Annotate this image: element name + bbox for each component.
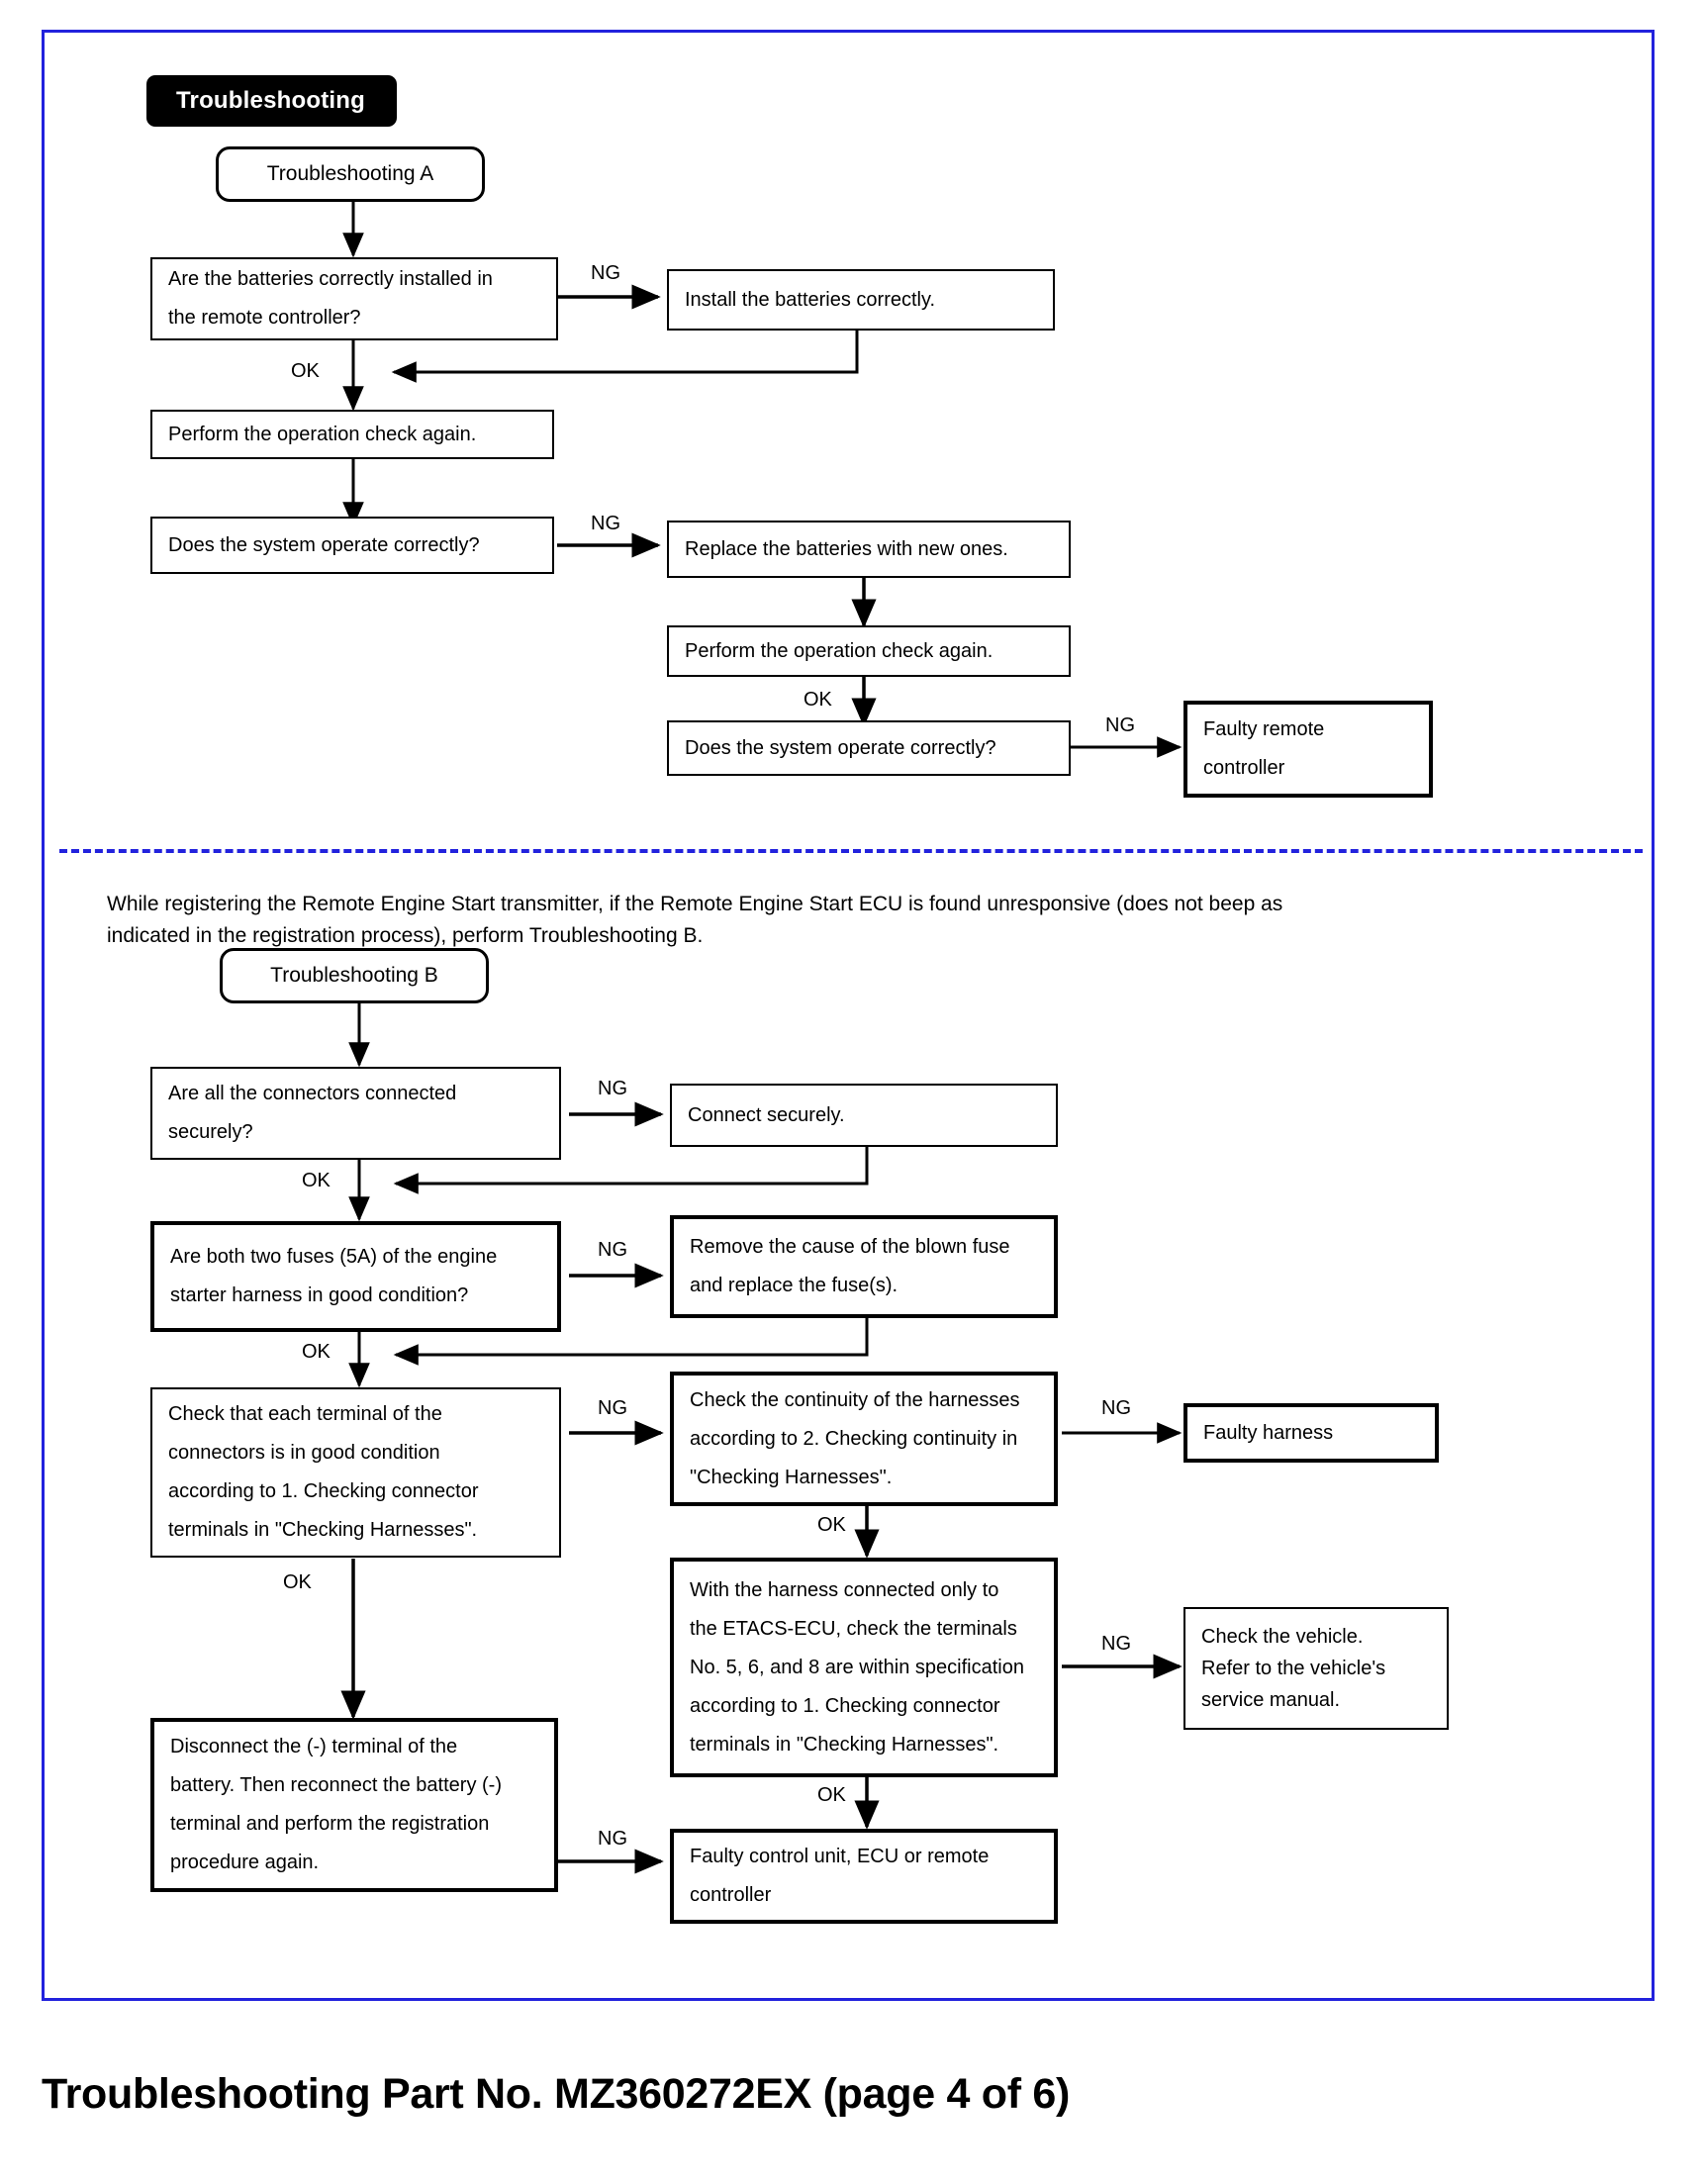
node-install-batteries: Install the batteries correctly.	[667, 269, 1055, 331]
node-line: Disconnect the (-) terminal of the	[170, 1736, 458, 1757]
intro-line: While registering the Remote Engine Star…	[107, 893, 1283, 915]
node-line: Perform the operation check again.	[685, 639, 993, 662]
node-line: terminals in "Checking Harnesses".	[168, 1519, 478, 1541]
node-disconnect-battery: Disconnect the (-) terminal of the batte…	[150, 1718, 558, 1892]
node-system-operate-1: Does the system operate correctly?	[150, 517, 554, 574]
node-faulty-remote-controller: Faulty remote controller	[1183, 701, 1433, 798]
start-node-troubleshooting-b: Troubleshooting B	[220, 948, 489, 1003]
node-check-terminals: Check that each terminal of the connecto…	[150, 1387, 561, 1558]
node-operation-check-2: Perform the operation check again.	[667, 625, 1071, 677]
node-line: securely?	[168, 1121, 253, 1143]
edge-label-ok: OK	[817, 1784, 846, 1806]
edge-label-ng: NG	[598, 1397, 627, 1419]
edge-label-ng: NG	[591, 513, 620, 534]
edge-label-ng: NG	[598, 1828, 627, 1850]
node-line: Replace the batteries with new ones.	[685, 537, 1008, 560]
edge-label-ng: NG	[591, 262, 620, 284]
node-line: With the harness connected only to	[690, 1578, 999, 1601]
page-border-frame	[42, 30, 1655, 2001]
start-node-troubleshooting-a: Troubleshooting A	[216, 146, 485, 202]
node-line: Faulty harness	[1203, 1421, 1334, 1444]
node-line: Faulty remote	[1203, 718, 1325, 740]
node-line: battery. Then reconnect the battery (-)	[170, 1774, 502, 1796]
node-line: the ETACS-ECU, check the terminals	[690, 1617, 1017, 1640]
node-replace-batteries: Replace the batteries with new ones.	[667, 521, 1071, 578]
node-line: Connect securely.	[688, 1103, 845, 1126]
node-line: Are the batteries correctly installed in	[168, 268, 493, 290]
node-line: Does the system operate correctly?	[168, 533, 480, 556]
node-connect-securely: Connect securely.	[670, 1084, 1058, 1147]
node-check-vehicle: Check the vehicle. Refer to the vehicle'…	[1183, 1607, 1449, 1730]
node-line: and replace the fuse(s).	[690, 1275, 899, 1296]
edge-label-ok: OK	[817, 1514, 846, 1536]
node-operation-check-1: Perform the operation check again.	[150, 410, 554, 459]
edge-label-ok: OK	[302, 1341, 331, 1363]
node-faulty-control-unit: Faulty control unit, ECU or remote contr…	[670, 1829, 1058, 1924]
edge-label-ok: OK	[302, 1170, 331, 1191]
node-etacs-check: With the harness connected only to the E…	[670, 1558, 1058, 1777]
node-line: Are both two fuses (5A) of the engine	[170, 1246, 498, 1268]
node-line: terminals in "Checking Harnesses".	[690, 1733, 999, 1756]
node-line: starter harness in good condition?	[170, 1284, 469, 1306]
node-line: Remove the cause of the blown fuse	[690, 1236, 1010, 1258]
node-line: "Checking Harnesses".	[690, 1466, 893, 1488]
node-line: Faulty control unit, ECU or remote	[690, 1846, 990, 1867]
node-system-operate-2: Does the system operate correctly?	[667, 720, 1071, 776]
node-remove-cause: Remove the cause of the blown fuse and r…	[670, 1215, 1058, 1318]
edge-label-ng: NG	[1101, 1397, 1131, 1419]
node-line: the remote controller?	[168, 307, 361, 329]
node-line: according to 2. Checking continuity in	[690, 1427, 1018, 1450]
node-line: according to 1. Checking connector	[690, 1694, 1000, 1717]
edge-label-ng: NG	[598, 1078, 627, 1099]
node-line: terminal and perform the registration	[170, 1813, 490, 1835]
node-line: Refer to the vehicle's	[1201, 1658, 1386, 1679]
node-line: procedure again.	[170, 1852, 320, 1873]
node-faulty-harness: Faulty harness	[1183, 1403, 1439, 1463]
troubleshooting-title-chip: Troubleshooting	[146, 75, 397, 127]
node-line: Check the vehicle.	[1201, 1626, 1364, 1648]
node-line: connectors is in good condition	[168, 1442, 440, 1464]
node-line: according to 1. Checking connector	[168, 1480, 479, 1502]
node-line: Check that each terminal of the	[168, 1403, 442, 1425]
edge-label-ng: NG	[1101, 1633, 1131, 1655]
node-line: controller	[1203, 757, 1285, 779]
section-divider	[59, 849, 1643, 853]
node-line: Are all the connectors connected	[168, 1083, 457, 1104]
node-line: Install the batteries correctly.	[685, 288, 936, 311]
section-b-intro-paragraph: While registering the Remote Engine Star…	[107, 889, 1591, 951]
node-check-continuity: Check the continuity of the harnesses ac…	[670, 1372, 1058, 1506]
edge-label-ok: OK	[283, 1571, 312, 1593]
edge-label-ok: OK	[291, 360, 320, 382]
node-line: controller	[690, 1884, 772, 1906]
node-connectors-connected: Are all the connectors connected securel…	[150, 1067, 561, 1160]
node-batteries-installed: Are the batteries correctly installed in…	[150, 257, 558, 340]
edge-label-ok: OK	[804, 689, 832, 711]
intro-line: indicated in the registration process), …	[107, 923, 704, 947]
node-fuses-condition: Are both two fuses (5A) of the engine st…	[150, 1221, 561, 1332]
footer-caption: Troubleshooting Part No. MZ360272EX (pag…	[42, 2070, 1070, 2118]
node-line: No. 5, 6, and 8 are within specification	[690, 1656, 1024, 1678]
node-line: Does the system operate correctly?	[685, 736, 996, 759]
node-line: Perform the operation check again.	[168, 423, 477, 445]
node-line: service manual.	[1201, 1689, 1341, 1711]
edge-label-ng: NG	[598, 1239, 627, 1261]
edge-label-ng: NG	[1105, 714, 1135, 736]
node-line: Check the continuity of the harnesses	[690, 1388, 1020, 1411]
